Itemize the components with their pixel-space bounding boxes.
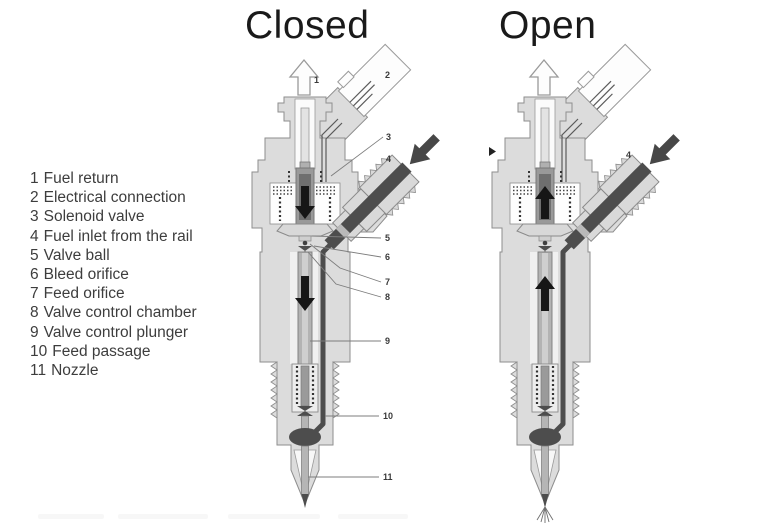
legend-label: Feed orifice [43,285,125,303]
title-closed: Closed [245,4,370,47]
flow-arrow-down-icon [295,276,315,311]
watermark-smudge [228,514,320,519]
callout-4-open: 4 [626,150,631,160]
callout-2: 2 [385,70,390,80]
flow-arrow-up-icon [535,186,555,219]
legend-label: Feed passage [52,342,151,360]
legend-label: Nozzle [51,362,99,380]
legend-num: 4 [30,227,39,245]
legend-num: 5 [30,246,39,264]
legend-num: 2 [30,189,39,207]
callout-8: 8 [385,292,390,302]
legend-label: Valve control plunger [43,323,189,341]
callout-3: 3 [386,132,391,142]
callout-10: 10 [383,411,393,421]
injector-open-diagram: 4 [489,39,694,523]
callout-11: 11 [383,472,393,482]
watermark-smudge [118,514,208,519]
legend-num: 8 [30,304,39,322]
legend-num: 6 [30,266,39,284]
callout-leader-lines [307,136,384,478]
legend-label: Fuel inlet from the rail [43,227,193,245]
callout-6: 6 [385,252,390,262]
callout-9: 9 [385,336,390,346]
legend-label: Electrical connection [43,189,186,207]
injector-closed-diagram: 1 2 3 4 5 6 7 8 9 10 11 [252,39,454,508]
flow-arrow-up-icon [535,276,555,311]
legend-label: Bleed orifice [43,266,129,284]
legend-label: Fuel return [43,170,119,187]
callout-1: 1 [314,75,319,85]
callout-4: 4 [386,154,391,164]
legend-label: Valve control chamber [43,304,197,322]
legend-num: 9 [30,323,39,341]
legend-num: 3 [30,208,39,226]
flow-arrow-down-icon [295,186,315,219]
callout-7: 7 [385,277,390,287]
legend-num: 1 [30,170,39,187]
callout-5: 5 [385,233,390,243]
legend-num: 11 [30,362,47,380]
legend-label: Valve ball [43,246,110,264]
legend-num: 7 [30,285,39,303]
legend-num: 10 [30,342,48,360]
injector-body [252,39,454,508]
legend-label: Solenoid valve [43,208,145,226]
watermark-smudge [38,514,104,519]
spray-lines [536,506,554,523]
side-marker-icon [489,147,496,156]
injector-body [492,39,694,508]
title-open: Open [499,4,597,47]
watermark-smudge [338,514,408,519]
